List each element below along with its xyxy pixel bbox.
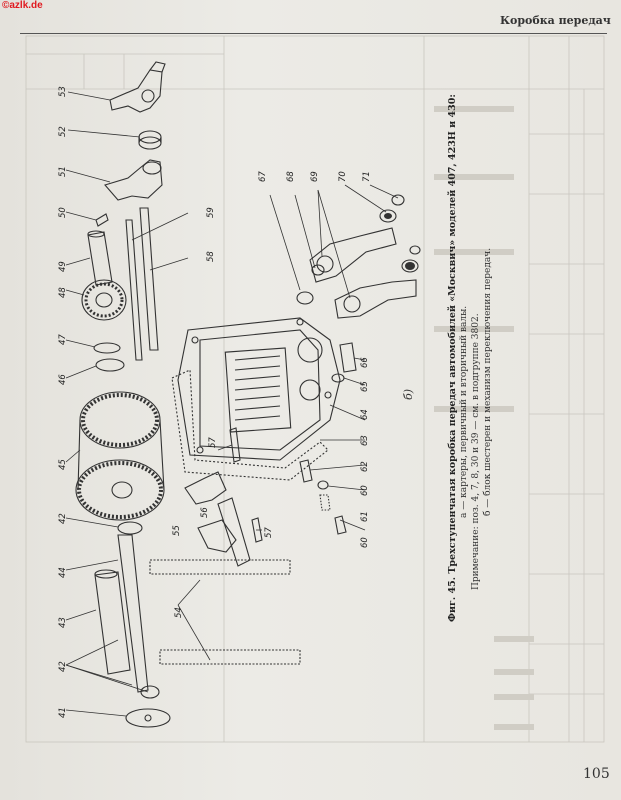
part-label-59: 59 xyxy=(206,207,216,218)
gear-48 xyxy=(81,279,127,321)
rod-59 xyxy=(125,219,143,361)
figure-caption-note: Примечание: поз. 4, 7, 8, 30 и 39 — см. … xyxy=(471,313,481,590)
part-label-47: 47 xyxy=(58,334,68,345)
washer-47 xyxy=(93,342,121,354)
nut-70 xyxy=(379,209,397,223)
washer-65 xyxy=(331,373,345,383)
shift-fork-53 xyxy=(109,69,163,113)
watermark: ©azlk.de xyxy=(2,0,43,11)
part-label-46: 46 xyxy=(58,374,68,385)
washer-68 xyxy=(311,264,325,276)
part-label-55: 55 xyxy=(172,525,182,536)
pin-49 xyxy=(87,231,113,286)
spring-60 xyxy=(319,494,331,511)
selector-shaft-60 xyxy=(217,497,251,567)
washer-46 xyxy=(95,358,125,372)
part-label-51: 51 xyxy=(58,166,68,177)
part-label-44: 44 xyxy=(58,567,68,578)
part-label-57b: 57 xyxy=(264,527,274,538)
part-label-69: 69 xyxy=(310,171,320,182)
pin-57 xyxy=(229,427,241,463)
selector-lever-55 xyxy=(197,519,237,553)
part-label-54: 54 xyxy=(174,607,184,618)
lever-69a xyxy=(309,227,397,283)
part-label-43: 43 xyxy=(58,617,68,628)
part-label-60a: 60 xyxy=(360,485,370,496)
part-label-62: 62 xyxy=(360,461,370,472)
washer-71 xyxy=(391,194,405,206)
part-label-66: 66 xyxy=(360,357,370,368)
part-label-71: 71 xyxy=(362,171,372,182)
part-label-68: 68 xyxy=(286,171,296,182)
part-label-63: 63 xyxy=(360,435,370,446)
washer-67 xyxy=(296,291,314,305)
part-label-42b: 42 xyxy=(58,661,68,672)
header-rule xyxy=(20,33,607,34)
lever-69b xyxy=(334,279,417,319)
part-label-48: 48 xyxy=(58,287,68,298)
part-label-50: 50 xyxy=(58,207,68,218)
spring-54a xyxy=(149,559,291,575)
part-label-53: 53 xyxy=(58,86,68,97)
part-label-70: 70 xyxy=(338,171,348,182)
housing-cover-64 xyxy=(177,317,341,461)
bolt-66 xyxy=(339,342,357,373)
page-header: Коробка передач xyxy=(500,14,611,27)
bearing-42 xyxy=(117,521,143,535)
part-label-56: 56 xyxy=(200,507,210,518)
figure-caption-line-b: б — блок шестерен и механизм переключени… xyxy=(483,247,493,516)
figure-caption-line-a: а — картеры, первичный и вторичный валы. xyxy=(459,305,469,518)
selector-55-56 xyxy=(184,471,227,505)
background-table-ghost xyxy=(25,35,605,743)
part-label-60b: 60 xyxy=(360,537,370,548)
part-label-64: 64 xyxy=(360,409,370,420)
part-label-45: 45 xyxy=(58,459,68,470)
shaft-44 xyxy=(117,534,149,693)
part-label-57a: 57 xyxy=(208,437,218,448)
part-label-61: 61 xyxy=(360,511,370,522)
rod-58 xyxy=(139,207,159,351)
sublabel-b: б) xyxy=(402,388,415,400)
part-label-42a: 42 xyxy=(58,513,68,524)
page-number: 105 xyxy=(583,766,610,782)
sleeve-43 xyxy=(94,571,131,675)
part-label-58: 58 xyxy=(206,251,216,262)
washer-41 xyxy=(125,708,171,728)
spring-54b xyxy=(159,649,301,665)
part-label-65: 65 xyxy=(360,381,370,392)
part-label-67: 67 xyxy=(258,171,268,182)
key-50 xyxy=(95,213,109,227)
gear-block-45 xyxy=(79,391,161,449)
part-label-52: 52 xyxy=(58,126,68,137)
pin-62 xyxy=(299,459,313,483)
gasket-63 xyxy=(171,369,329,481)
figure-caption: Фиг. 45. Трехступенчатая коробка передач… xyxy=(447,94,458,622)
part-label-49: 49 xyxy=(58,261,68,272)
ball-61 xyxy=(317,480,329,490)
shift-fork-51 xyxy=(104,159,163,201)
part-label-41: 41 xyxy=(58,707,68,718)
